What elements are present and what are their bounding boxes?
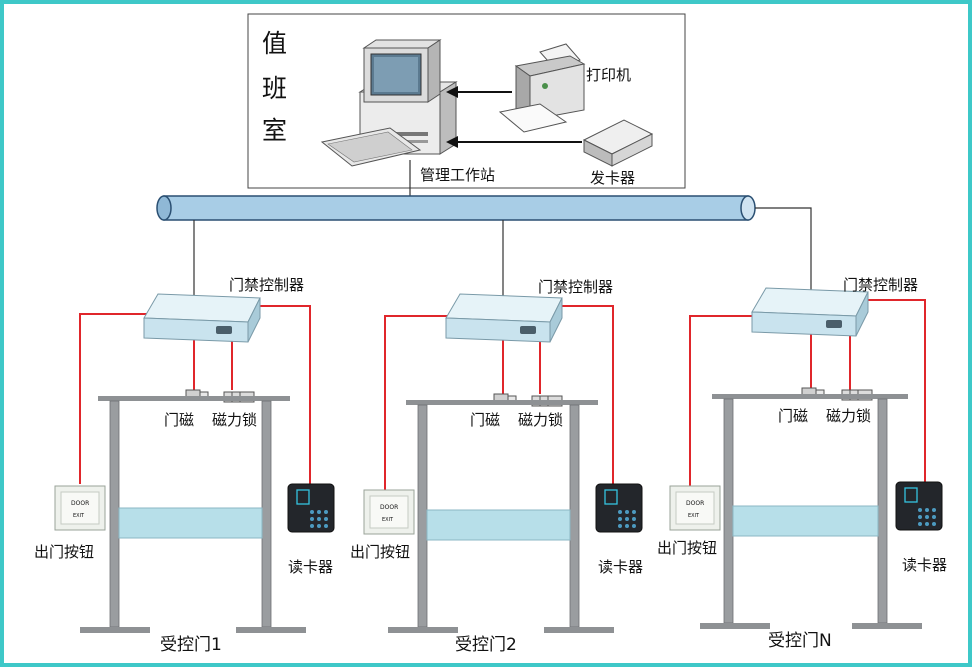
printer-label: 打印机: [586, 66, 631, 84]
unit-3-exit-button-icon: DOOR EXIT: [669, 485, 721, 531]
unit-3-door-label: 受控门N: [768, 631, 832, 651]
unit-1-sensor-label: 门磁: [164, 411, 194, 429]
unit-2-exit-button-text: DOOR: [380, 504, 398, 511]
unit-1-controller-icon: [143, 293, 261, 343]
unit-1-wires: [79, 305, 311, 484]
network-bus: [156, 195, 756, 221]
unit-2-exit-button-icon: DOOR EXIT: [363, 489, 415, 535]
unit-3-reader-label: 读卡器: [902, 556, 947, 574]
unit-1-lock-label: 磁力锁: [212, 411, 257, 429]
unit-1-exit-button-text: DOOR: [71, 500, 89, 507]
bus-drop-3: [755, 207, 812, 292]
unit-3-exit-button-text: DOOR: [686, 500, 704, 507]
door-unit-2: 门禁控制器 门磁 磁力锁 DOOR EXIT 出门按钮: [350, 278, 643, 655]
unit-1-reader-label: 读卡器: [288, 558, 333, 576]
unit-3-wires: [689, 299, 926, 490]
issuer-arrow: [446, 136, 582, 148]
unit-3-card-reader-icon: [895, 481, 943, 531]
unit-2-wires: [384, 305, 614, 490]
unit-1-door-frame: [80, 396, 306, 633]
workstation-label: 管理工作站: [420, 166, 495, 184]
unit-2-sensor-label: 门磁: [470, 411, 500, 429]
unit-1-exit-button-sub: EXIT: [73, 513, 85, 519]
unit-1-door-label: 受控门1: [160, 635, 222, 655]
unit-2-reader-label: 读卡器: [598, 558, 643, 576]
door-unit-1: 门禁控制器 门磁 磁力锁 DOOR EXIT 出门按钮: [34, 276, 335, 655]
printer-arrow: [446, 86, 512, 98]
issuer-label: 发卡器: [590, 169, 635, 187]
unit-2-exit-button-sub: EXIT: [382, 517, 394, 523]
door-unit-3: 门禁控制器 门磁 磁力锁 DOOR EXIT 出门按钮: [657, 276, 947, 651]
unit-2-controller-label: 门禁控制器: [538, 278, 613, 296]
unit-3-sensor-label: 门磁: [778, 407, 808, 425]
unit-2-door-frame: [388, 400, 614, 633]
unit-3-door-frame: [700, 394, 922, 629]
card-issuer-icon: [582, 119, 654, 167]
unit-1-card-reader-icon: [287, 483, 335, 533]
unit-3-exit-button-label: 出门按钮: [657, 539, 717, 557]
unit-3-controller-icon: [751, 287, 869, 337]
unit-2-card-reader-icon: [595, 483, 643, 533]
unit-2-controller-icon: [445, 293, 563, 343]
unit-3-lock-label: 磁力锁: [826, 407, 871, 425]
duty-room-char-2: 班: [262, 74, 287, 103]
workstation-computer-icon: [320, 39, 458, 167]
unit-1-exit-button-label: 出门按钮: [34, 543, 94, 561]
unit-3-controller-label: 门禁控制器: [843, 276, 918, 294]
unit-1-controller-label: 门禁控制器: [229, 276, 304, 294]
unit-1-exit-button-icon: DOOR EXIT: [54, 485, 106, 531]
duty-room-char-3: 室: [262, 116, 287, 145]
unit-3-exit-button-sub: EXIT: [688, 513, 700, 519]
unit-2-door-label: 受控门2: [455, 635, 517, 655]
duty-room-char-1: 值: [262, 29, 287, 58]
unit-2-exit-button-label: 出门按钮: [350, 543, 410, 561]
unit-2-lock-label: 磁力锁: [518, 411, 563, 429]
printer-icon: [498, 43, 586, 133]
